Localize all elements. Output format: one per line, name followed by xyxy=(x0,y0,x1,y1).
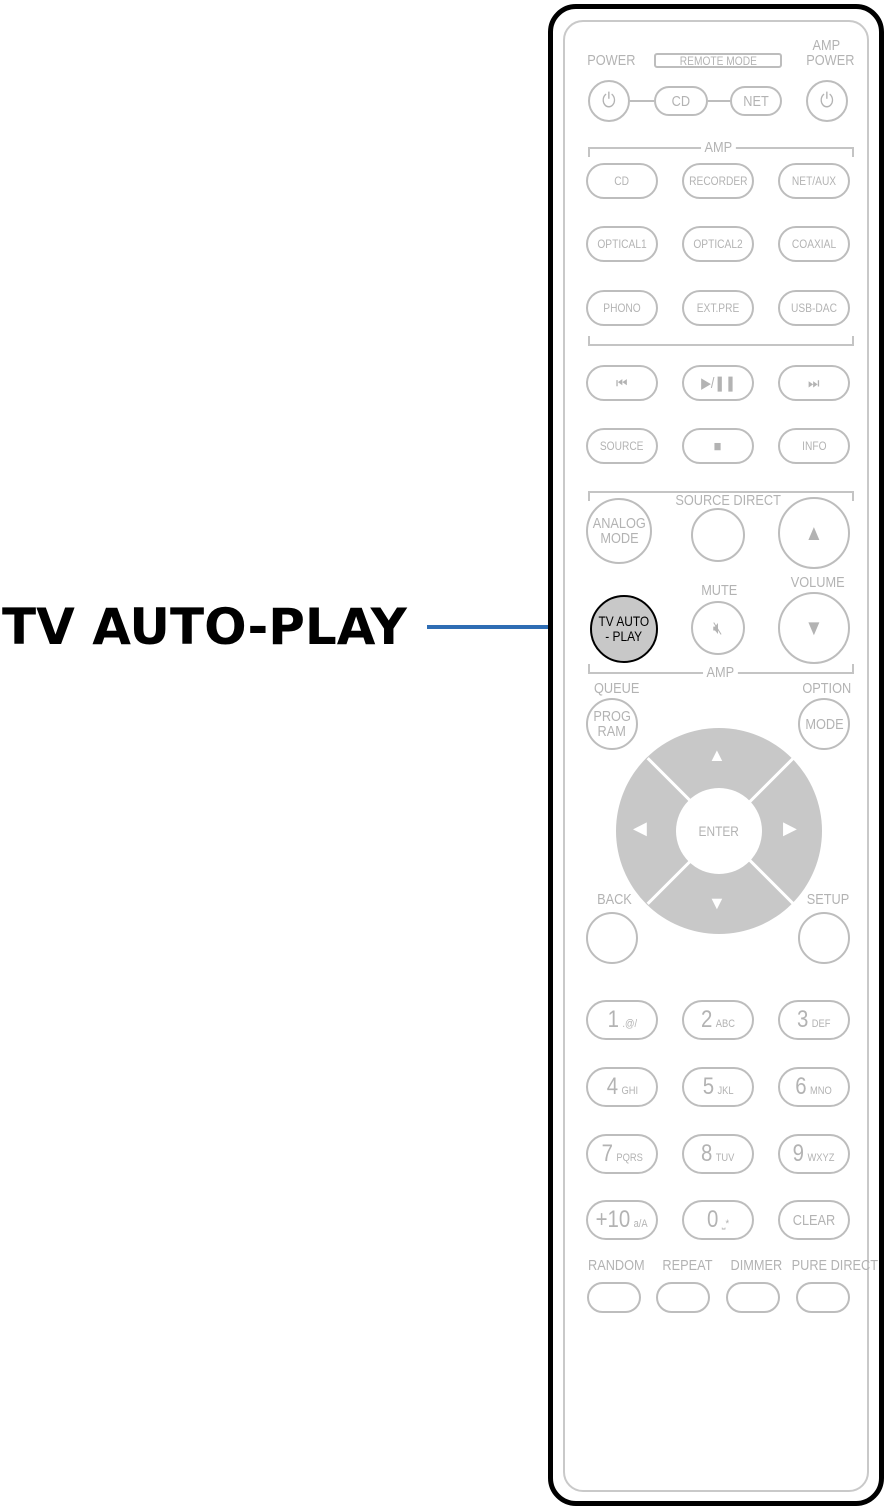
power-label: POWER xyxy=(587,52,636,69)
queue-label: QUEUE xyxy=(594,680,640,697)
net-mode-button[interactable]: NET xyxy=(730,86,782,116)
stop-button[interactable]: ■ xyxy=(682,428,754,464)
option-label: OPTION xyxy=(802,680,852,697)
source-button[interactable]: SOURCE xyxy=(586,428,658,464)
cursor-left-button[interactable]: ◀ xyxy=(633,818,647,838)
volume-down-icon: ▼ xyxy=(804,615,824,640)
input-usb-dac-button[interactable]: USB-DAC xyxy=(778,290,850,326)
remote-mode-frame: REMOTE MODE xyxy=(654,53,782,68)
enter-button[interactable]: ENTER xyxy=(676,788,762,874)
random-button[interactable] xyxy=(587,1282,641,1313)
input-coaxial-button[interactable]: COAXIAL xyxy=(778,226,850,262)
cursor-down-button[interactable]: ▼ xyxy=(708,893,726,913)
callout-leader-line xyxy=(427,625,589,629)
back-button[interactable] xyxy=(586,912,638,964)
volume-up-icon: ▲ xyxy=(804,520,824,545)
input-net-aux-button[interactable]: NET/AUX xyxy=(778,163,850,199)
input-phono-button[interactable]: PHONO xyxy=(586,290,658,326)
cursor-up-button[interactable]: ▲ xyxy=(708,745,726,765)
previous-button[interactable]: ⏮ xyxy=(586,365,658,401)
mode-connector-2 xyxy=(708,100,730,102)
next-icon: ⏭ xyxy=(808,374,820,392)
input-optical1-button[interactable]: OPTICAL1 xyxy=(586,226,658,262)
previous-icon: ⏮ xyxy=(616,374,628,392)
repeat-button[interactable] xyxy=(656,1282,710,1313)
mute-button[interactable]: 🔇︎ xyxy=(691,601,745,655)
mute-icon: 🔇︎ xyxy=(713,617,723,638)
callout-label: TV AUTO-PLAY xyxy=(2,598,407,656)
amp-section-label: AMP xyxy=(701,140,736,155)
info-button[interactable]: INFO xyxy=(778,428,850,464)
setup-button[interactable] xyxy=(798,912,850,964)
dimmer-label: DIMMER xyxy=(730,1257,783,1274)
clear-button[interactable]: CLEAR xyxy=(778,1200,850,1240)
power-button[interactable]: ⏻ xyxy=(588,80,630,122)
stop-icon: ■ xyxy=(714,437,722,455)
amp-power-button[interactable]: ⏻ xyxy=(806,80,848,122)
remote-mode-label: REMOTE MODE xyxy=(679,53,757,68)
repeat-label: REPEAT xyxy=(662,1257,713,1274)
mode-connector xyxy=(630,100,654,102)
source-direct-button[interactable] xyxy=(691,508,745,562)
mute-label: MUTE xyxy=(701,582,738,599)
amp-bracket-bottom xyxy=(588,336,854,346)
key-0[interactable]: 0⎵* xyxy=(682,1200,754,1240)
power-icon: ⏻ xyxy=(602,89,616,112)
input-ext-pre-button[interactable]: EXT.PRE xyxy=(682,290,754,326)
cursor-right-button[interactable]: ▶ xyxy=(783,818,797,838)
random-label: RANDOM xyxy=(588,1257,645,1274)
volume-up-button[interactable]: ▲ xyxy=(778,497,850,569)
amp-power-label-2: POWER xyxy=(806,52,855,69)
back-label: BACK xyxy=(597,891,632,908)
tv-auto-play-button[interactable]: TV AUTO - PLAY xyxy=(590,595,658,663)
play-pause-button[interactable]: ▶/❚❚ xyxy=(682,365,754,401)
play-pause-icon: ▶/❚❚ xyxy=(700,375,736,392)
source-direct-bracket xyxy=(588,491,854,501)
remote-control-inner-border xyxy=(563,20,869,1492)
source-direct-label: SOURCE DIRECT xyxy=(671,493,785,508)
volume-down-button[interactable]: ▼ xyxy=(778,592,850,664)
key-1[interactable]: 1.@/ xyxy=(586,1000,658,1040)
volume-label: VOLUME xyxy=(790,574,845,591)
amp-power-icon: ⏻ xyxy=(820,89,834,112)
amp-section-label-2: AMP xyxy=(703,665,738,680)
cd-mode-button[interactable]: CD xyxy=(654,86,708,116)
next-button[interactable]: ⏭ xyxy=(778,365,850,401)
input-recorder-button[interactable]: RECORDER xyxy=(682,163,754,199)
dimmer-button[interactable] xyxy=(726,1282,780,1313)
setup-label: SETUP xyxy=(806,891,850,908)
pure-direct-button[interactable] xyxy=(796,1282,850,1313)
pure-direct-label: PURE DIRECT xyxy=(791,1257,879,1274)
amp-power-label-1: AMP xyxy=(812,37,841,54)
input-optical2-button[interactable]: OPTICAL2 xyxy=(682,226,754,262)
mode-button[interactable]: MODE xyxy=(798,698,850,750)
input-cd-button[interactable]: CD xyxy=(586,163,658,199)
